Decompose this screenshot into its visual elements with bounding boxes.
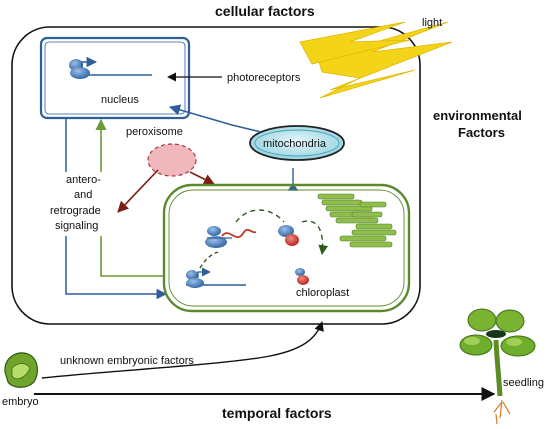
mitochondria: mitochondria xyxy=(249,125,345,161)
peroxisome xyxy=(147,143,197,177)
embryonic-factors-arrow xyxy=(41,321,324,379)
embryo-label: embryo xyxy=(2,396,39,408)
thylakoid-stack-icon xyxy=(317,193,397,248)
ribosome-icon xyxy=(205,226,257,248)
chloroplast-label: chloroplast xyxy=(296,287,349,299)
seedling-plant-icon xyxy=(459,308,536,425)
svg-text:and: and xyxy=(74,189,92,201)
nucleus-to-chloroplast-blue-path xyxy=(65,118,166,294)
environmental-factors-label-2: Factors xyxy=(458,125,505,140)
photoreceptors-label: photoreceptors xyxy=(227,72,301,84)
chloroplast-to-mitochondria-arrow xyxy=(287,168,299,191)
mitochondria-to-nucleus-arrow xyxy=(168,104,262,133)
ribosome-flow-arrow-1 xyxy=(235,209,285,223)
chloroplast-to-nucleus-green-path xyxy=(101,120,163,277)
translating-ribosome-icon xyxy=(278,225,299,246)
temporal-factors-label: temporal factors xyxy=(222,405,332,421)
light-label: light xyxy=(422,17,442,29)
signaling-label: antero- and retrograde signaling xyxy=(50,174,101,232)
nucleus-label: nucleus xyxy=(101,94,139,106)
unknown-embryonic-factors-label: unknown embryonic factors xyxy=(60,355,194,367)
ribosome-flow-arrow-2 xyxy=(301,220,329,255)
environmental-factors-label-1: environmental xyxy=(433,108,522,123)
cellular-factors-title: cellular factors xyxy=(215,3,315,19)
mitochondria-label: mitochondria xyxy=(263,138,327,150)
svg-text:antero-: antero- xyxy=(66,174,101,186)
light-beam-icon xyxy=(299,21,453,99)
peroxisome-to-signaling-arrow xyxy=(117,169,159,213)
svg-text:signaling: signaling xyxy=(55,220,98,232)
peroxisome-label: peroxisome xyxy=(126,126,183,138)
peroxisome-to-chloroplast-arrow xyxy=(189,171,216,185)
embryo-leaf-icon xyxy=(4,352,38,388)
ribosome-flow-arrow-3 xyxy=(199,251,219,269)
seedling-label: seedling xyxy=(503,377,544,389)
plastid-polymerase-icon xyxy=(186,267,246,288)
released-ribosome-icon xyxy=(295,268,309,285)
chloroplast: chloroplast xyxy=(162,183,411,313)
svg-text:retrograde: retrograde xyxy=(50,205,101,217)
cell-boundary xyxy=(11,26,421,325)
nucleus: nucleus xyxy=(39,36,191,120)
rna-polymerase-icon xyxy=(69,56,98,79)
